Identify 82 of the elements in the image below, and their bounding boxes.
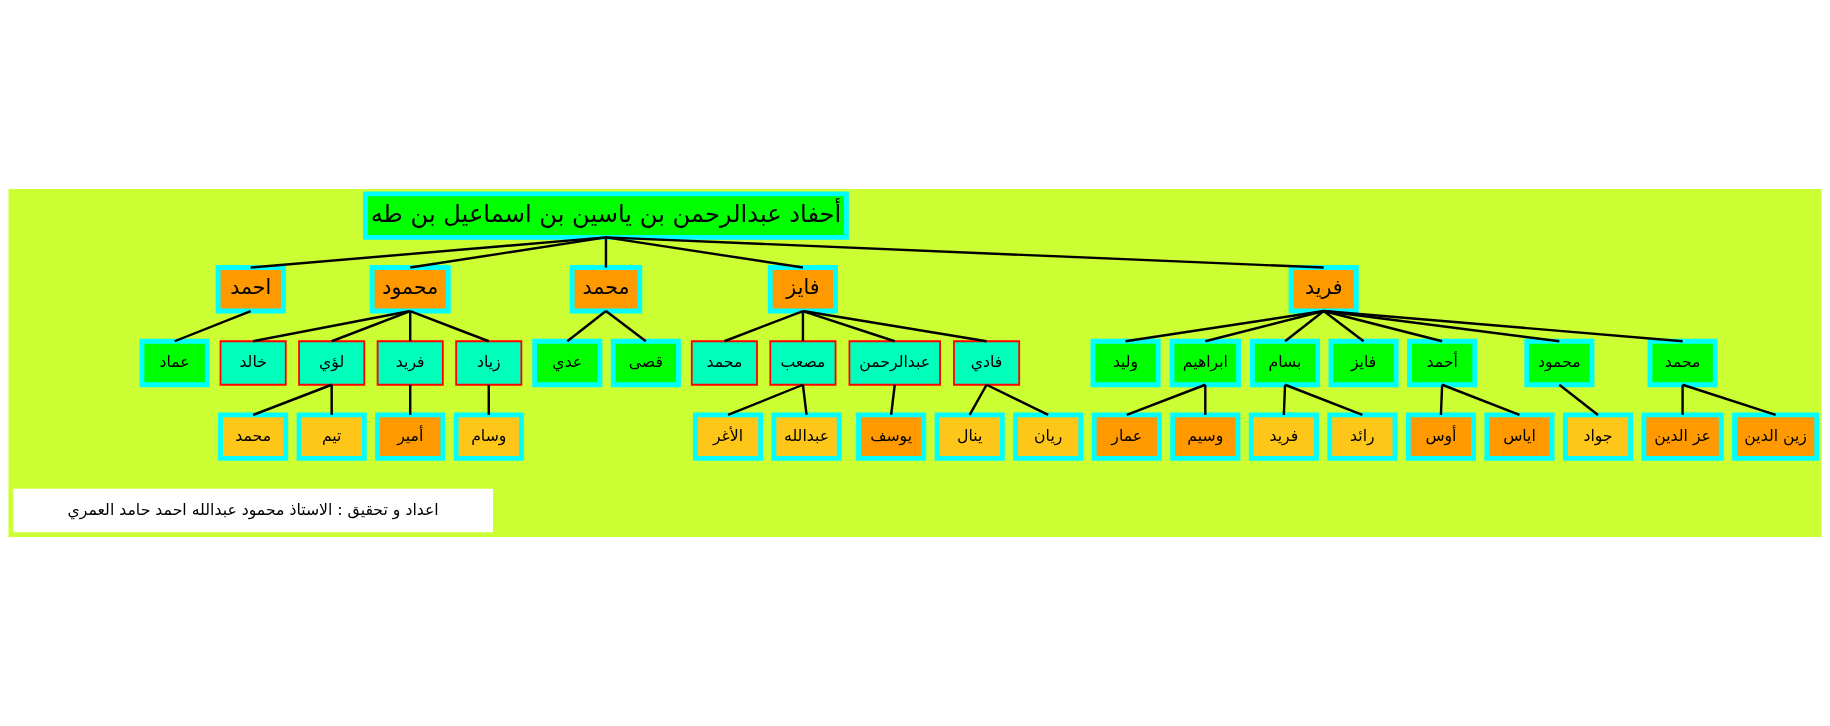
connector	[801, 384, 808, 416]
node-box: عمار	[1091, 412, 1162, 461]
node-box: فايز	[767, 265, 838, 314]
node-box: خالد	[219, 340, 287, 386]
node-box: فايز	[1328, 338, 1399, 388]
node-box: قصى	[610, 338, 681, 388]
connector	[889, 384, 896, 416]
node-box: وسيم	[1170, 412, 1241, 461]
connector	[410, 236, 607, 269]
node-box: زين الدين	[1732, 412, 1820, 461]
node-box: عبدالرحمن	[848, 340, 941, 386]
node-box: ابراهيم	[1169, 338, 1241, 388]
connector	[723, 309, 804, 343]
connector	[604, 237, 608, 268]
node-box: زياد	[455, 340, 523, 386]
node-box: محمد	[218, 412, 289, 461]
connector	[1284, 310, 1325, 343]
connector	[331, 309, 411, 343]
node-box: عدي	[532, 338, 603, 388]
connector	[1126, 383, 1206, 417]
node-box: محمد	[569, 265, 643, 314]
node-box: محمد	[690, 340, 758, 386]
node-box: محمود	[1524, 338, 1595, 388]
node-box: فادي	[953, 340, 1021, 386]
node-box: أوس	[1405, 412, 1476, 461]
node-box: اياس	[1484, 412, 1555, 461]
node-box: أمير	[375, 412, 446, 461]
node-box: جواد	[1562, 412, 1634, 461]
node-box: الأغر	[692, 412, 764, 461]
node-box: وليد	[1090, 338, 1161, 388]
connector	[1323, 309, 1443, 343]
connector	[409, 384, 412, 415]
connector	[250, 236, 607, 269]
node-box: مصعب	[769, 340, 837, 386]
node-box: أحمد	[1407, 338, 1478, 388]
connector	[1204, 384, 1207, 415]
connector	[1682, 383, 1776, 417]
connector	[986, 383, 1049, 417]
connector	[1681, 384, 1684, 415]
node-box: يوسف	[856, 412, 927, 461]
connector	[174, 309, 252, 343]
connector	[1323, 310, 1365, 343]
node-box: ريان	[1013, 412, 1084, 461]
node-box: وسام	[453, 412, 524, 461]
node-box: تيم	[296, 412, 367, 461]
connector	[487, 384, 490, 415]
connector	[252, 383, 333, 417]
connector	[605, 236, 1324, 269]
node-box: فريد	[376, 340, 444, 386]
connector	[252, 309, 411, 343]
connector	[1323, 309, 1683, 343]
connector	[727, 383, 804, 417]
node-box: محمود	[369, 265, 451, 314]
connector	[605, 236, 804, 269]
node-box: احمد	[215, 265, 286, 314]
node-box: عماد	[139, 338, 210, 388]
connector	[802, 309, 896, 343]
connector	[968, 384, 988, 416]
node-box: أحفاد عبدالرحمن بن ياسين بن اسماعيل بن طه	[363, 191, 849, 240]
connector	[1439, 384, 1444, 415]
connector	[1323, 309, 1560, 343]
connector	[566, 310, 607, 343]
node-box: فريد	[1288, 265, 1359, 314]
label: اعداد و تحقيق : الاستاذ محمود عبدالله احمد حامد العمري	[67, 499, 439, 519]
connector	[409, 311, 412, 342]
node-box: لؤي	[298, 340, 366, 386]
connector	[409, 309, 490, 343]
connector	[1125, 309, 1324, 343]
node-box: فريد	[1248, 412, 1319, 461]
connector	[1282, 384, 1287, 415]
connector	[802, 309, 987, 343]
connector	[1205, 309, 1325, 343]
connector	[330, 384, 333, 415]
node-box: عز الدين	[1641, 412, 1724, 461]
node-box: ينال	[934, 412, 1005, 461]
connector	[801, 311, 805, 342]
node-box: عبدالله	[771, 412, 842, 461]
node-box: محمد	[1647, 338, 1718, 388]
connector	[1284, 383, 1363, 417]
connector	[1441, 383, 1520, 417]
node-box: بسام	[1250, 338, 1321, 388]
node-box: رائد	[1327, 412, 1398, 461]
